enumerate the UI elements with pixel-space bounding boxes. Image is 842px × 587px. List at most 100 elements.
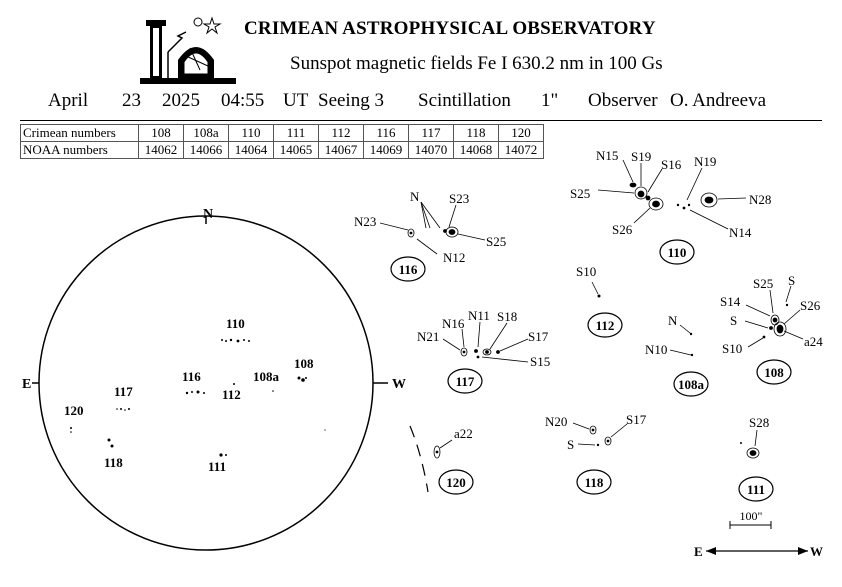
panel-label: S26 <box>800 298 821 313</box>
panel-label: S16 <box>661 157 682 172</box>
panel-label: a24 <box>804 334 823 349</box>
panel-label: N <box>668 313 678 328</box>
panel-label: N <box>410 189 420 204</box>
disk-region-label: 111 <box>208 459 226 474</box>
panel-112-labels: S10 112 <box>576 264 614 333</box>
panel-112 <box>587 281 623 338</box>
panel-label: N11 <box>468 308 490 323</box>
scale-bar <box>729 521 772 529</box>
panel-label: S14 <box>720 294 741 309</box>
panel-id: 120 <box>446 475 466 490</box>
crimean-cell: 117 <box>408 124 454 142</box>
solar-disk: N E W 110 116 112 108a 108 117 120 118 1… <box>22 207 406 551</box>
panel-label: N12 <box>443 250 465 265</box>
crimean-row: Crimean numbers 108 108a 110 111 112 116… <box>20 124 544 142</box>
panel-117 <box>442 321 529 394</box>
panel-111-labels: S28 111 <box>747 415 769 497</box>
crimean-cell: 116 <box>363 124 409 142</box>
noaa-cell: 14067 <box>318 141 364 159</box>
panel-label: S26 <box>612 222 633 237</box>
disk-region-label: 110 <box>226 316 245 331</box>
panel-116 <box>379 201 486 282</box>
panel-label: S28 <box>749 415 769 430</box>
obs-month: April <box>48 90 89 111</box>
obs-day: 23 <box>122 90 141 111</box>
panel-118 <box>572 422 628 495</box>
panel-110 <box>597 159 747 265</box>
panel-id: 118 <box>585 475 604 490</box>
disk-region-label: 108a <box>253 369 280 384</box>
panel-label: S <box>730 313 737 328</box>
observatory-logo <box>140 16 236 84</box>
panel-108a <box>669 324 709 397</box>
panel-label: S19 <box>631 149 651 164</box>
obs-scintillation-value: 1" <box>541 90 559 111</box>
panel-label: S10 <box>722 341 742 356</box>
scale-bar-label: 100" <box>740 509 763 523</box>
panel-label: N20 <box>545 414 567 429</box>
panel-label: S <box>788 273 795 288</box>
obs-time: 04:55 <box>221 90 265 111</box>
panel-label: S17 <box>528 329 549 344</box>
panel-110-labels: N15 S19 S16 N19 S25 N28 S26 N14 110 <box>570 148 771 260</box>
panel-label: S10 <box>576 264 596 279</box>
crimean-row-label: Crimean numbers <box>20 124 139 142</box>
noaa-cell: 14069 <box>363 141 409 159</box>
crimean-cell: 108a <box>183 124 229 142</box>
panel-label: N14 <box>729 225 752 240</box>
panel-id: 116 <box>399 262 418 277</box>
panel-id: 117 <box>456 374 475 389</box>
obs-year: 2025 <box>162 90 200 111</box>
obs-scintillation-label: Scintillation <box>418 90 511 111</box>
panel-108-labels: S25 S S14 S26 S S10 a24 108 <box>720 273 823 380</box>
disk-spots <box>70 338 326 457</box>
panel-label: N16 <box>442 316 465 331</box>
observation-line: April 23 2025 04:55 UT Seeing 3 Scintill… <box>0 90 842 116</box>
disk-east-label: E <box>22 377 31 392</box>
page-title: CRIMEAN ASTROPHYSICAL OBSERVATORY <box>244 18 656 39</box>
panel-label: S <box>567 437 574 452</box>
panel-label: a22 <box>454 426 473 441</box>
disk-region-label: 118 <box>104 455 123 470</box>
panel-id: 108 <box>764 365 784 380</box>
disk-limb <box>38 215 374 551</box>
crimean-cell: 120 <box>498 124 544 142</box>
direction-arrow <box>706 547 808 555</box>
noaa-cell: 14062 <box>138 141 184 159</box>
page-subtitle: Sunspot magnetic fields Fe I 630.2 nm in… <box>290 53 663 74</box>
panel-108 <box>744 285 804 385</box>
panel-120 <box>409 425 474 495</box>
panel-label: N10 <box>645 342 667 357</box>
panel-label: S23 <box>449 191 469 206</box>
panel-label: S15 <box>530 354 550 369</box>
obs-ut-label: UT <box>283 90 309 111</box>
panel-label: N21 <box>417 329 439 344</box>
disk-region-label: 116 <box>182 369 201 384</box>
obs-seeing: Seeing 3 <box>318 90 384 111</box>
panel-label: S25 <box>570 186 590 201</box>
panel-111 <box>738 429 774 502</box>
noaa-cell: 14072 <box>498 141 544 159</box>
noaa-row: NOAA numbers 14062 14066 14064 14065 140… <box>20 141 544 159</box>
panel-id: 111 <box>747 482 765 497</box>
panel-118-labels: N20 S17 S 118 <box>545 412 647 490</box>
noaa-cell: 14065 <box>273 141 319 159</box>
obs-observer-name: O. Andreeva <box>670 90 767 111</box>
panel-id: 110 <box>668 245 687 260</box>
obs-observer-label: Observer <box>588 90 658 111</box>
disk-region-label: 108 <box>294 356 314 371</box>
noaa-cell: 14068 <box>453 141 499 159</box>
panel-label: N15 <box>596 148 618 163</box>
panel-id: 112 <box>596 318 615 333</box>
disk-west-label: W <box>392 377 406 392</box>
disk-north-label: N <box>203 207 213 222</box>
header-rule <box>20 120 822 121</box>
panel-117-labels: N16 N11 S18 N21 S17 S15 117 <box>417 308 550 389</box>
panel-116-labels: N23 N S23 S25 N12 116 <box>354 189 506 277</box>
panel-label: S17 <box>626 412 647 427</box>
noaa-cell: 14066 <box>183 141 229 159</box>
panel-label: S25 <box>486 234 506 249</box>
panel-120-labels: a22 120 <box>446 426 473 490</box>
panel-label: N23 <box>354 214 376 229</box>
